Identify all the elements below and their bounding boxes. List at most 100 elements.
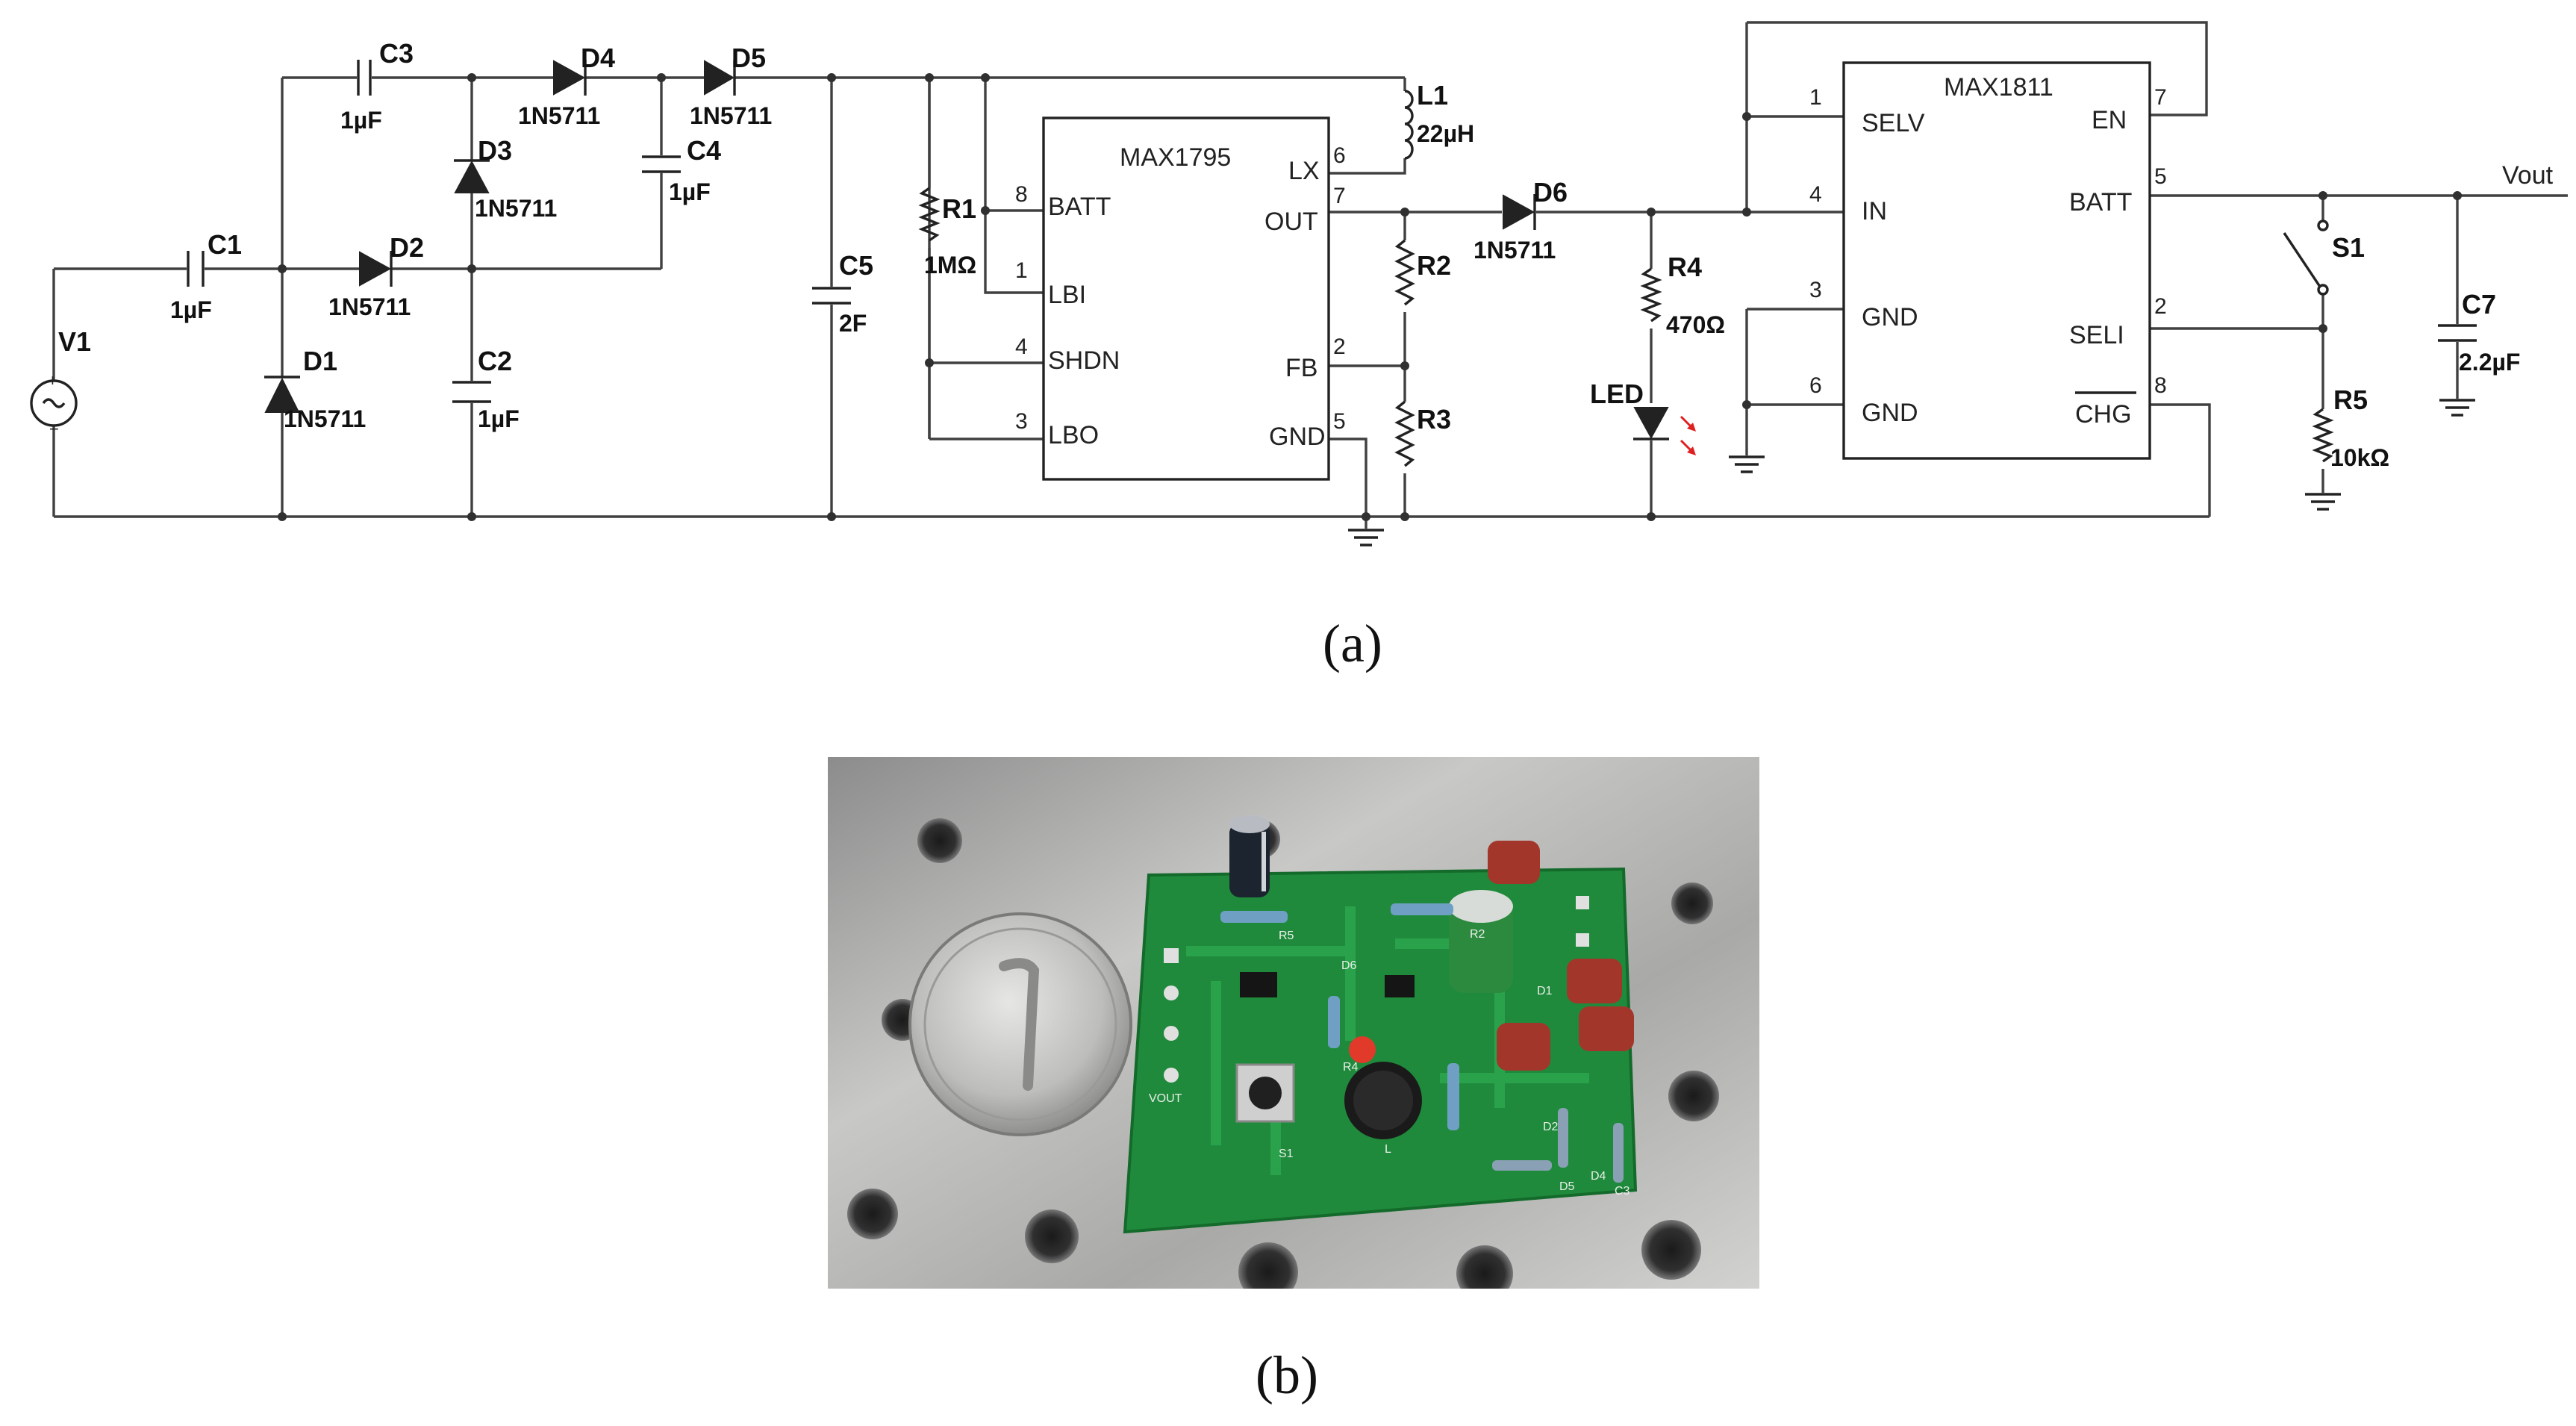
max1795-pin-num: 3: [1015, 409, 1028, 434]
max1811-pin-num: 7: [2154, 85, 2167, 110]
c5-capacitor: [812, 287, 851, 305]
l1-inductor: [1404, 90, 1414, 160]
d5-name: D5: [732, 43, 766, 73]
ics: [1240, 972, 1415, 997]
d4-name: D4: [581, 43, 615, 73]
red-led: [1349, 1036, 1376, 1063]
max1795-pin-label: FB: [1285, 354, 1317, 382]
d6-name: D6: [1533, 177, 1568, 208]
r3-resistor: [1394, 400, 1415, 467]
c4-name: C4: [687, 135, 721, 166]
silkscreen: R5 D6 R2 R4 D1 D2 D4 D5 S1 VOUT L C3: [1149, 928, 1630, 1198]
r5-value: 10kΩ: [2330, 444, 2389, 471]
v1-ac-source: + −: [30, 371, 78, 438]
max1795-pin-num: 6: [1333, 143, 1346, 168]
c3-capacitor: [357, 60, 372, 96]
c1-name: C1: [208, 229, 242, 260]
silk-d6: D6: [1341, 959, 1357, 972]
max1795-pin-num: 4: [1015, 334, 1028, 359]
coin: [908, 912, 1132, 1136]
max1795-pin-num: 5: [1333, 409, 1346, 434]
d3-value: 1N5711: [475, 195, 557, 222]
led-name: LED: [1590, 379, 1644, 409]
max1811-pin-label: GND: [1862, 303, 1918, 331]
max1811-pin-num: 4: [1809, 182, 1822, 207]
silk-vout: VOUT: [1149, 1092, 1182, 1105]
s1-switch: [2283, 219, 2329, 296]
r4-value: 470Ω: [1666, 311, 1725, 338]
d4-value: 1N5711: [518, 102, 600, 129]
r3-name: R3: [1417, 404, 1451, 435]
max1811-pin-num: 3: [1809, 278, 1822, 302]
ground-symbol: [1729, 455, 1765, 473]
max1795-name: MAX1795: [1120, 143, 1231, 172]
c7-value: 2.2µF: [2459, 349, 2520, 376]
wires: [52, 21, 2568, 529]
d6-value: 1N5711: [1473, 237, 1556, 264]
c1-value: 1µF: [170, 296, 212, 323]
pcb-pads: [1164, 896, 1589, 1083]
max1795-pin-num: 8: [1015, 182, 1028, 207]
caption-a: (a): [1323, 614, 1382, 673]
silk-d1: D1: [1537, 985, 1553, 997]
axial-components: [1220, 903, 1624, 1183]
silk-d4: D4: [1591, 1170, 1606, 1183]
r2-name: R2: [1417, 250, 1451, 281]
max1811-pin-num: 1: [1809, 85, 1822, 110]
max1795-pin-label: OUT: [1264, 208, 1318, 236]
led-diode: [1633, 407, 1696, 455]
c4-capacitor: [642, 155, 681, 173]
max1811-pin-label: EN: [2092, 106, 2127, 134]
electrolytic-capacitor: [1229, 815, 1270, 897]
d1-name: D1: [303, 346, 337, 376]
d2-diode: [359, 251, 393, 287]
pcb-board: [1123, 867, 1638, 1234]
c5-value: 2F: [839, 310, 867, 337]
max1811-name: MAX1811: [1944, 73, 2053, 102]
max1795-pin-label: LX: [1288, 157, 1320, 185]
c2-name: C2: [478, 346, 512, 376]
d1-value: 1N5711: [284, 405, 366, 432]
silk-d2: D2: [1543, 1121, 1559, 1133]
svg-text:+: +: [48, 371, 57, 390]
r5-name: R5: [2333, 384, 2368, 415]
d1-diode: [264, 376, 300, 413]
inductor: [1344, 1062, 1422, 1139]
r4-name: R4: [1668, 252, 1702, 282]
silk-r4: R4: [1343, 1061, 1359, 1074]
c2-value: 1µF: [478, 405, 520, 432]
max1811-pin-label: IN: [1862, 197, 1887, 225]
junction-dots: [278, 73, 2462, 521]
max1795-pin-label: GND: [1269, 423, 1326, 451]
max1795-pin-label: BATT: [1048, 193, 1111, 221]
v1-label: V1: [58, 326, 91, 357]
c7-capacitor: [2438, 324, 2477, 342]
max1811-pin-num: 2: [2154, 294, 2167, 319]
r1-value: 1MΩ: [924, 252, 976, 278]
silk-r2: R2: [1470, 928, 1485, 941]
c3-name: C3: [379, 38, 414, 69]
max1811-ic: [1842, 61, 2151, 460]
d4-diode: [553, 60, 587, 96]
silk-d5: D5: [1559, 1180, 1575, 1193]
max1811-pin-label: SELV: [1862, 109, 1925, 137]
max1811-pin-label: SELI: [2069, 321, 2124, 349]
vout-label: Vout: [2502, 161, 2554, 190]
ground-symbol: [1348, 529, 1384, 547]
max1795-pin-label: LBO: [1048, 421, 1099, 449]
max1811-pin-num: 6: [1809, 373, 1822, 398]
c2-capacitor: [452, 381, 491, 403]
c5-name: C5: [839, 250, 873, 281]
max1811-pin-label: BATT: [2069, 188, 2132, 217]
r1-name: R1: [942, 193, 976, 224]
max1795-pin-num: 2: [1333, 334, 1346, 359]
max1795-pin-label: LBI: [1048, 281, 1086, 309]
max1811-pin-label: GND: [1862, 399, 1918, 427]
push-button: [1235, 1063, 1295, 1123]
r4-resistor: [1640, 267, 1662, 323]
d6-diode: [1503, 194, 1536, 230]
silk-r5: R5: [1279, 930, 1294, 942]
silk-c3: C3: [1615, 1185, 1630, 1198]
r5-resistor: [2312, 408, 2334, 463]
